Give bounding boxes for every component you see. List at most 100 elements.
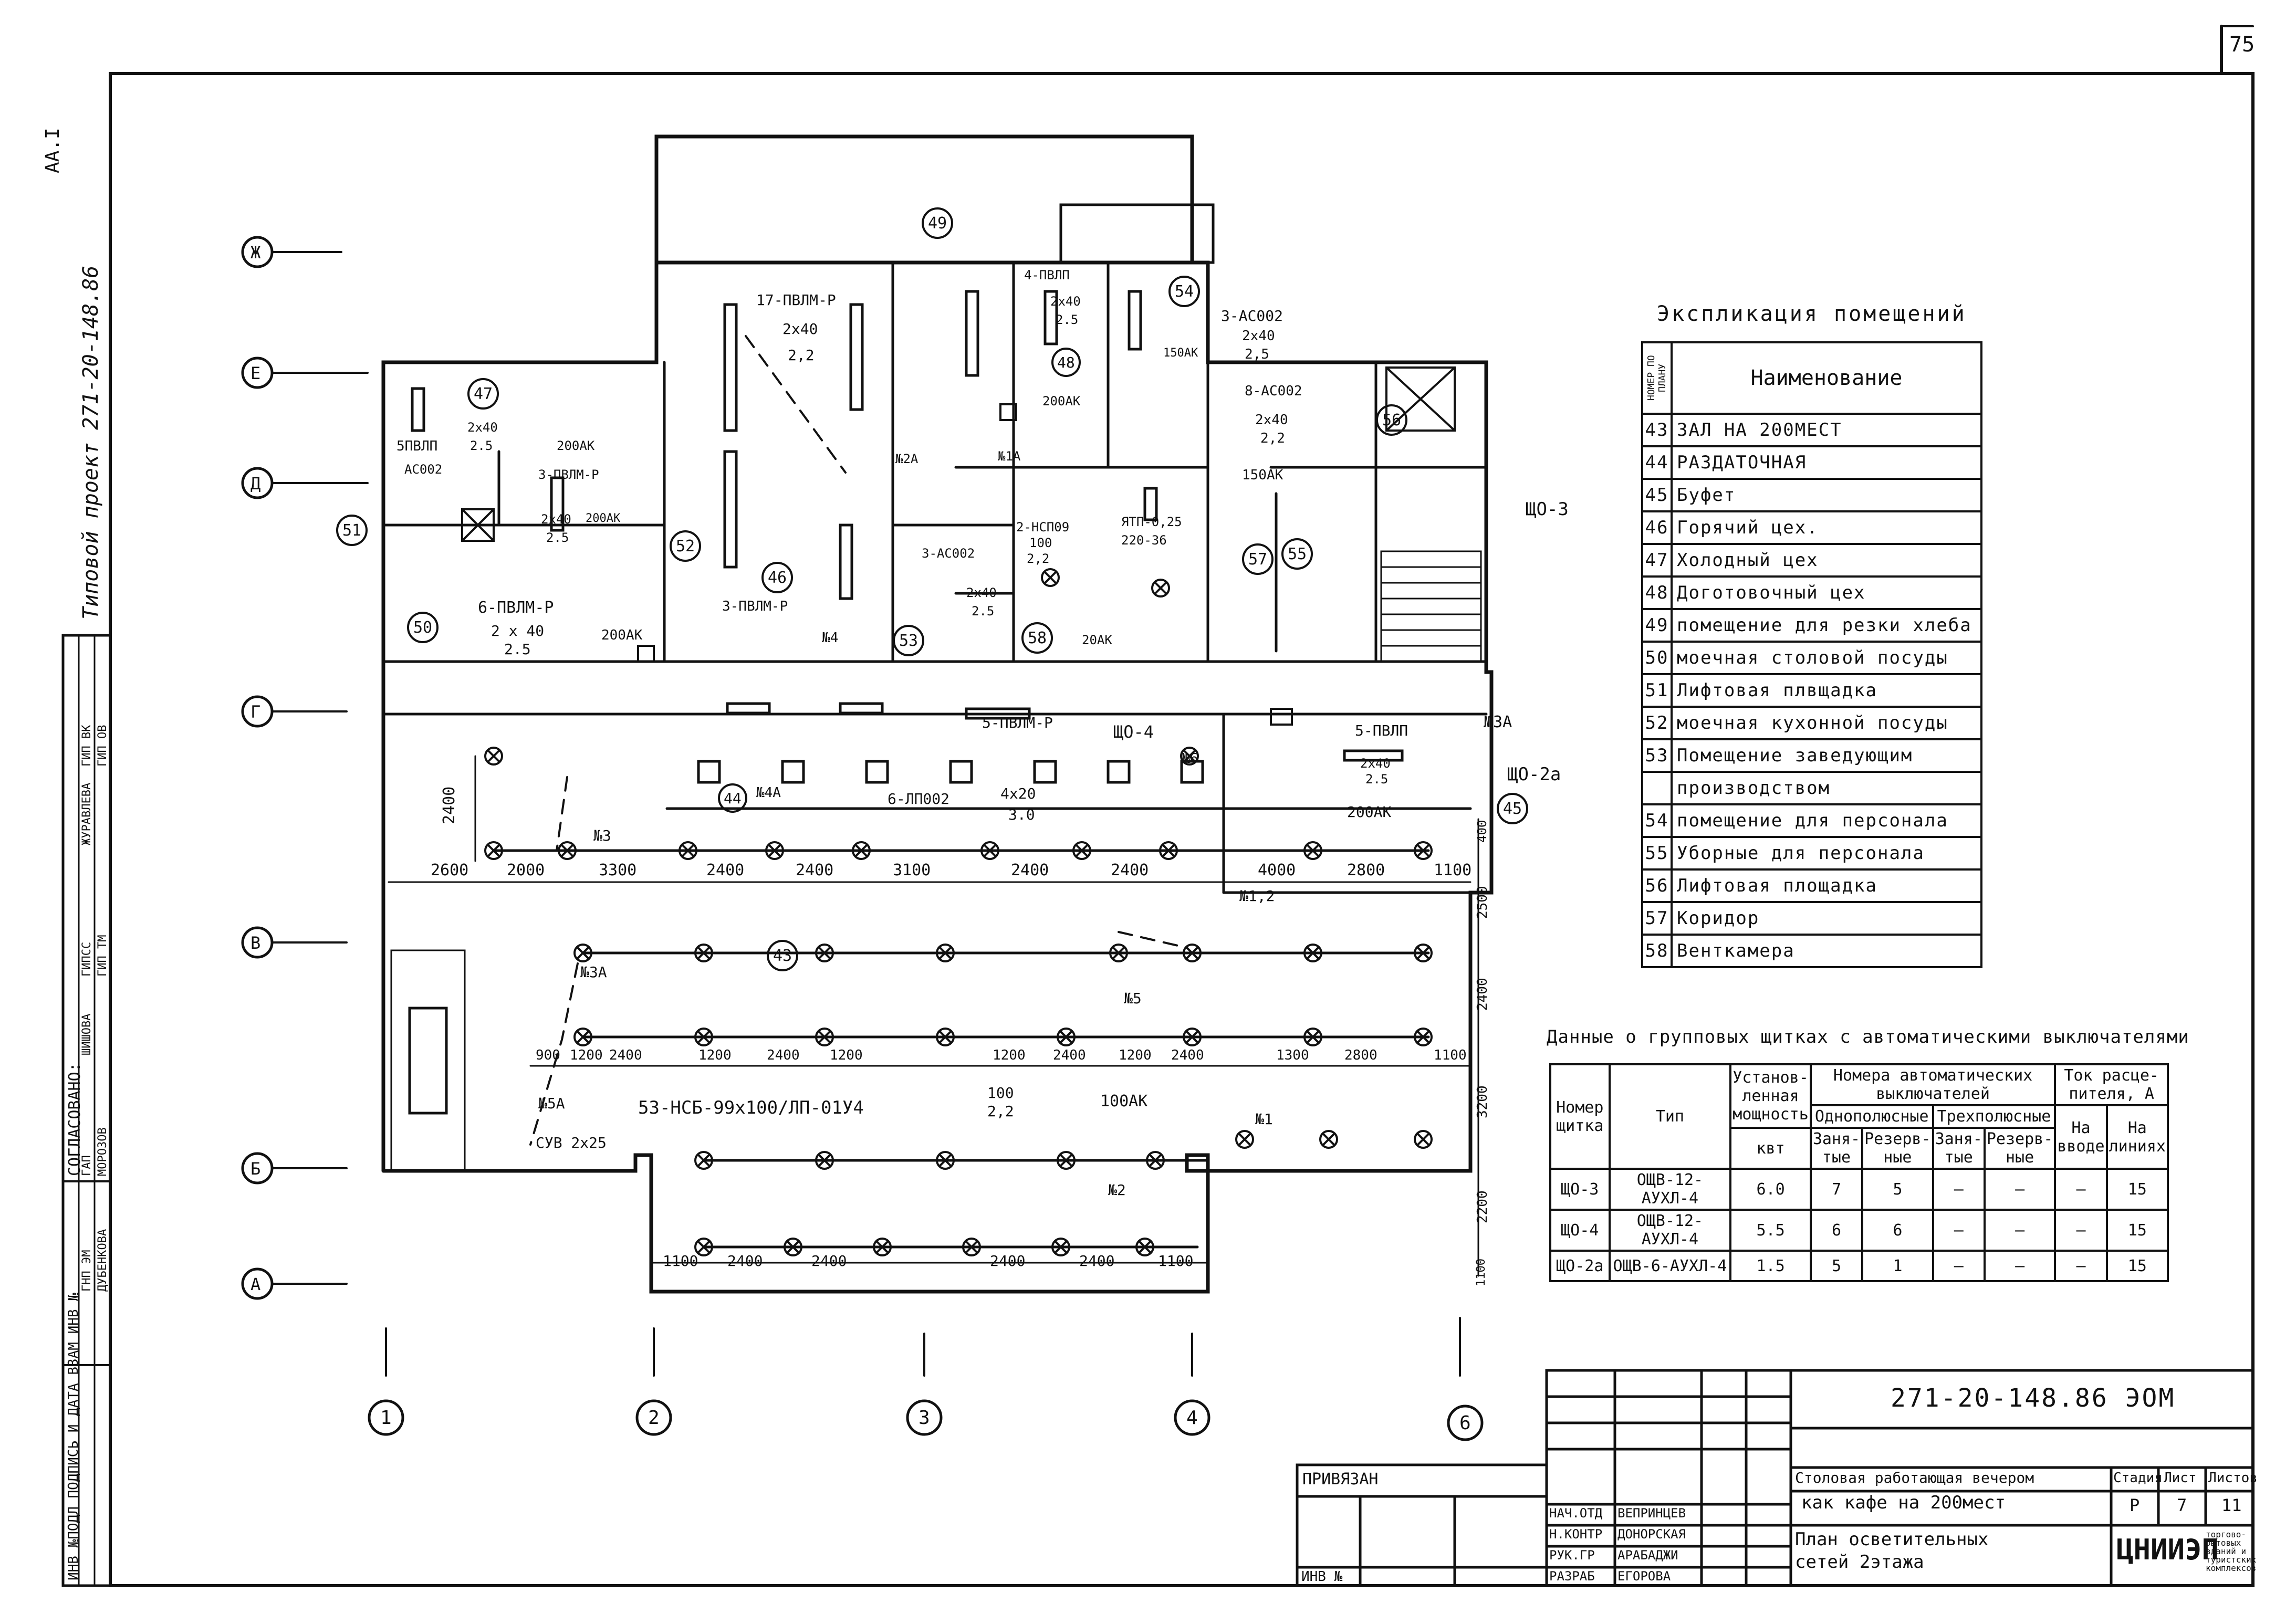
dimension-value: 1100 bbox=[1434, 1047, 1467, 1063]
explication-room-num: 50 bbox=[1641, 641, 1673, 675]
axis-label-row: А bbox=[251, 1274, 261, 1294]
dashed-feeds bbox=[529, 335, 1188, 1146]
explication-room-num: 56 bbox=[1641, 868, 1673, 903]
dimension-value: 2600 bbox=[431, 861, 469, 879]
panel-cell-power: 1.5 bbox=[1729, 1250, 1812, 1282]
explication-room-name: Венткамера bbox=[1671, 934, 1982, 968]
group-label: №4 bbox=[822, 630, 839, 646]
explication-title: Экспликация помещений bbox=[1657, 302, 1967, 326]
stage-value: Р bbox=[2130, 1495, 2140, 1515]
side-role: ЖУРАВЛЕВА bbox=[80, 782, 93, 845]
explication-room-num: 52 bbox=[1641, 706, 1673, 740]
side-role: ДУБЕНКОВА bbox=[96, 1229, 109, 1292]
fixture-label: 2.5 bbox=[504, 641, 531, 658]
side-role: ГНП ЭМ bbox=[80, 1250, 93, 1292]
fixture-label: 6-ЛП002 bbox=[888, 790, 950, 808]
fixture-label: 2,2 bbox=[788, 347, 815, 364]
panel-cell-s-busy: 5 bbox=[1809, 1250, 1864, 1282]
sheets-value: 11 bbox=[2221, 1495, 2242, 1515]
explication-room-name: Лифтовая плвщадка bbox=[1671, 673, 1982, 708]
dimension-value: 2400 bbox=[1079, 1252, 1115, 1270]
axis-bubble-col-3 bbox=[906, 1399, 943, 1436]
dimension-value: 2400 bbox=[1053, 1047, 1086, 1063]
row-axis-stubs bbox=[272, 251, 369, 1285]
axis-bubble-row-e bbox=[241, 357, 274, 389]
fixture-label: 3-ПВЛМ-Р bbox=[538, 467, 599, 482]
stamp-person: ЕГОРОВА bbox=[1617, 1569, 1671, 1584]
group-label: №1А bbox=[998, 449, 1021, 464]
axis-label-row: В bbox=[251, 933, 261, 953]
panel-cell-type: ОЩВ-12-АУХЛ-4 bbox=[1608, 1168, 1732, 1211]
room-number: 48 bbox=[1057, 354, 1075, 371]
fixture-label: 3-АС002 bbox=[922, 546, 975, 561]
explication-room-name: Доготовочный цех bbox=[1671, 575, 1982, 610]
lighting-panels bbox=[637, 403, 1293, 726]
side-role: ГИП ТМ bbox=[96, 935, 109, 977]
panel-cell-power: 6.0 bbox=[1729, 1168, 1812, 1211]
axis-label-row: Е bbox=[251, 363, 261, 383]
group-label: №3 bbox=[593, 827, 611, 844]
axis-label-col: 6 bbox=[1459, 1412, 1471, 1434]
dimension-value: 1100 bbox=[1434, 861, 1472, 879]
explication-room-num: 51 bbox=[1641, 673, 1673, 708]
side-role: ГИПСС bbox=[80, 941, 93, 977]
dimension-value: 2400 bbox=[609, 1047, 642, 1063]
dimension-value: 900 bbox=[536, 1047, 560, 1063]
col-breakers-header: Номера автоматических выключателей bbox=[1809, 1063, 2057, 1106]
title-block-grid bbox=[1296, 1369, 2255, 1587]
lighting-group-lines bbox=[492, 849, 1430, 1249]
row-axis-bubbles bbox=[241, 236, 274, 1300]
axis-label-row: Ж bbox=[251, 243, 261, 263]
col-triple-reserve: Резерв-ные bbox=[1983, 1127, 2057, 1170]
dimension-value: 2500 bbox=[1475, 886, 1490, 919]
axis-label-col: 4 bbox=[1186, 1407, 1198, 1429]
fixture-label: 2,2 bbox=[1027, 551, 1050, 566]
group-label: №1 bbox=[1255, 1110, 1273, 1128]
panel-cell-power: 5.5 bbox=[1729, 1209, 1812, 1252]
dimension-value: 1200 bbox=[698, 1047, 732, 1063]
col-axis-stubs bbox=[385, 1317, 1461, 1377]
room-number: 45 bbox=[1503, 800, 1522, 818]
panel-label: ЩО-2а bbox=[1507, 764, 1561, 785]
fixture-label: 200АК bbox=[557, 438, 595, 453]
panel-cell-num: ЩО-3 bbox=[1549, 1168, 1611, 1211]
sheet-name-line1: План осветительных bbox=[1795, 1529, 1989, 1550]
fixture-label: 2.5 bbox=[972, 604, 995, 619]
panels-title: Данные о групповых щитках с автоматическ… bbox=[1547, 1026, 2189, 1047]
dimension-value: 1200 bbox=[830, 1047, 863, 1063]
panels-table: Номер щитка Тип Установ-ленная мощность … bbox=[1549, 1063, 2169, 1282]
panel-cell-lines: 15 bbox=[2105, 1209, 2169, 1252]
dimension-value: 2400 bbox=[1475, 978, 1490, 1011]
fixture-label: 2.5 bbox=[470, 438, 493, 453]
stamp-role: НАЧ.ОТД bbox=[1549, 1506, 1603, 1521]
fixture-label: 3-ПВЛМ-Р bbox=[722, 599, 788, 614]
explication-room-name: Холодный цех bbox=[1671, 543, 1982, 578]
explication-room-name: Буфет bbox=[1671, 478, 1982, 512]
sheet-name-line2: сетей 2этажа bbox=[1795, 1552, 1924, 1573]
panel-cell-t-busy: — bbox=[1932, 1209, 1986, 1252]
room-number: 50 bbox=[413, 619, 433, 637]
room-number: 47 bbox=[474, 385, 493, 403]
side-role: ГАП bbox=[80, 1155, 93, 1176]
dimension-value: 2400 bbox=[706, 861, 745, 879]
panel-cell-num: ЩО-4 bbox=[1549, 1209, 1611, 1252]
panel-cell-s-res: 6 bbox=[1861, 1209, 1934, 1252]
room-bubbles bbox=[336, 207, 1528, 971]
dimension-value: 1100 bbox=[1475, 1259, 1488, 1286]
fixture-label: 2,5 bbox=[1245, 347, 1269, 362]
side-inv-label: ИНВ №ПОДЛ ПОДПИСЬ И ДАТА ВЗАМ ИНВ № bbox=[66, 1293, 81, 1580]
group-label: №5А bbox=[538, 1095, 565, 1112]
stamp-role: Н.КОНТР bbox=[1549, 1527, 1603, 1542]
axis-bubble-row-b bbox=[241, 1152, 274, 1185]
dimension-value: 1200 bbox=[570, 1047, 603, 1063]
fixture-label: 3.0 bbox=[1008, 806, 1035, 823]
col-power-header: Установ-ленная мощность bbox=[1729, 1063, 1812, 1129]
doc-code: 271-20-148.86 ЭОМ bbox=[1891, 1384, 2176, 1413]
